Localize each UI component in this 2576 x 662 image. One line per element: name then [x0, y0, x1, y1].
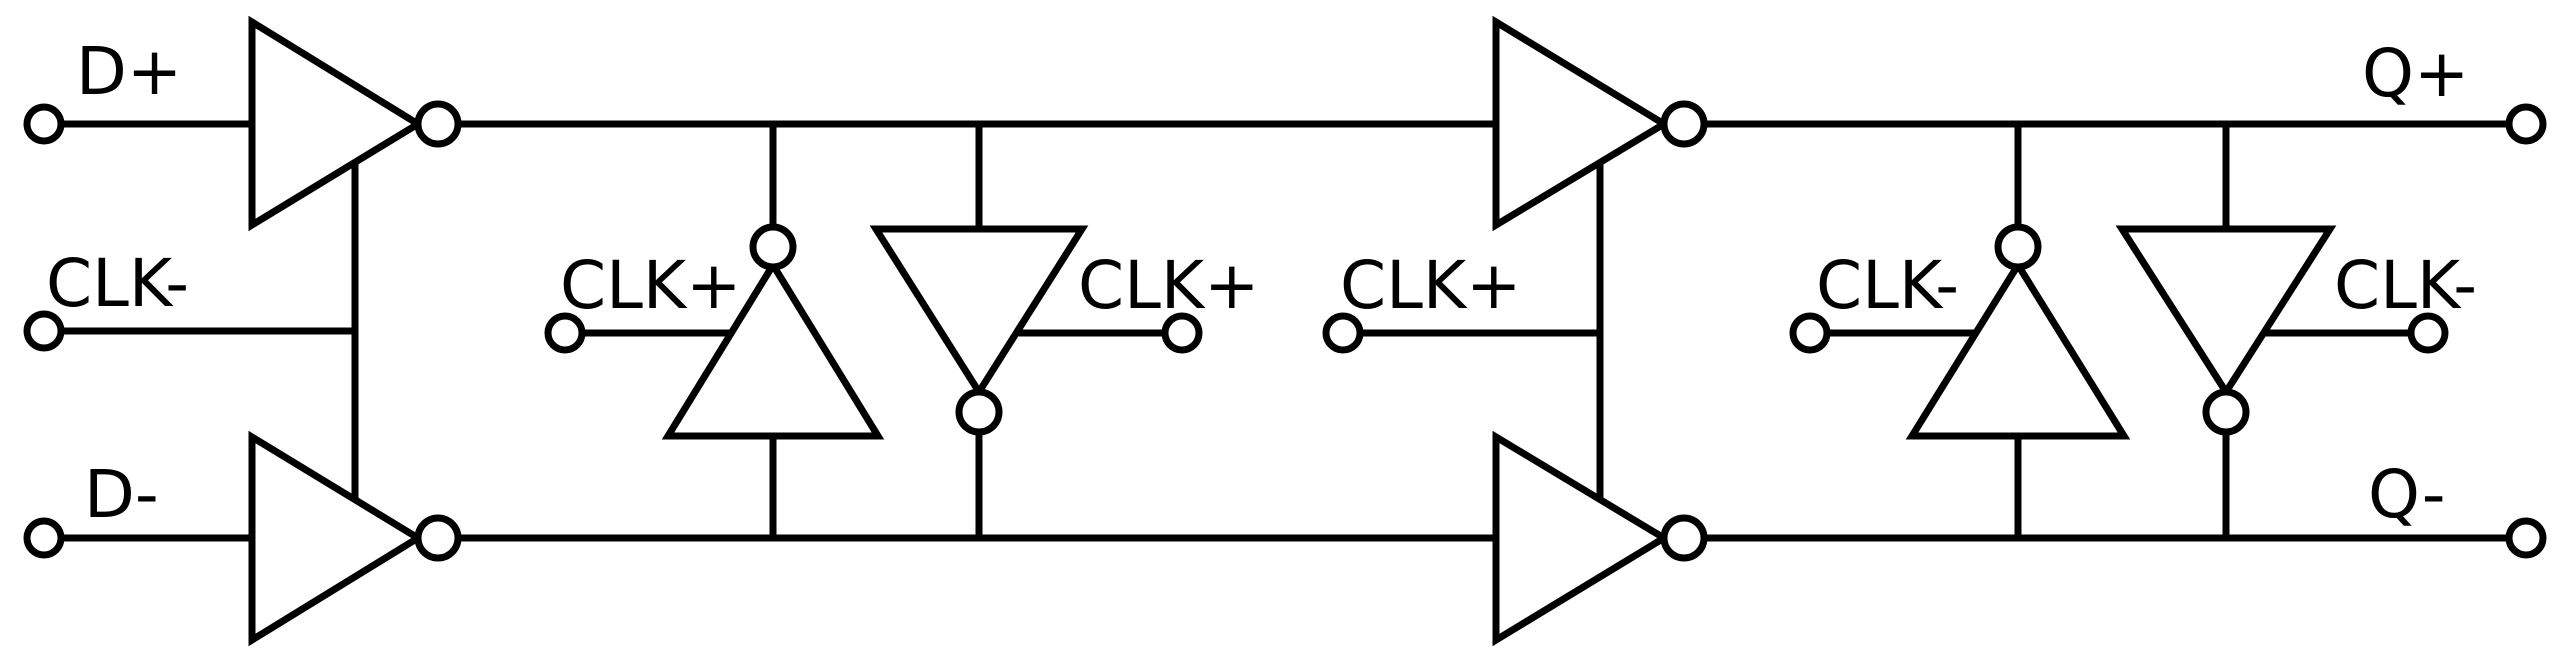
terminal-clk-plus-1a — [544, 312, 586, 354]
terminal-clk-minus-2a — [1789, 312, 1831, 354]
terminal-clk-minus-2b — [2407, 312, 2449, 354]
terminal-clk-plus-2 — [1322, 312, 1364, 354]
label-clk-minus: CLK- — [46, 245, 189, 322]
label-d-minus: D- — [84, 456, 159, 533]
buffer-stage2-top-triangle — [1492, 15, 1671, 232]
labels: D+ CLK- D- CLK+ CLK+ CLK+ CLK- CLK- Q+ Q… — [46, 33, 2477, 533]
terminal-q-plus — [2505, 103, 2547, 145]
bubble-stage2-top-out — [1660, 100, 1708, 148]
bubble-keeper-2a — [1994, 223, 2042, 271]
keeper-1b-triangle — [869, 225, 1089, 399]
terminal-clk-minus — [23, 310, 65, 352]
buffer-stage2-bottom-triangle — [1492, 430, 1671, 647]
buffer-d-minus-triangle — [248, 430, 425, 647]
terminal-q-minus — [2505, 517, 2547, 559]
terminal-clk-plus-1b — [1161, 312, 1203, 354]
label-clk-minus-2a: CLK- — [1816, 247, 1959, 324]
label-clk-plus-1a: CLK+ — [560, 247, 741, 324]
bubble-keeper-1a — [749, 223, 797, 271]
buffer-d-plus-triangle — [248, 15, 425, 232]
bubble-keeper-2b — [2202, 388, 2250, 436]
wires — [56, 120, 2510, 542]
bubble-stage2-bottom-out — [1660, 514, 1708, 562]
bubble-d-minus-out — [414, 514, 462, 562]
terminal-d-minus — [23, 517, 65, 559]
label-clk-plus-1b: CLK+ — [1078, 247, 1259, 324]
label-clk-plus-2: CLK+ — [1340, 247, 1521, 324]
label-q-plus: Q+ — [2362, 35, 2469, 112]
keeper-2a-triangle — [1905, 258, 2131, 440]
terminal-d-plus — [23, 103, 65, 145]
keeper-2b-triangle — [2115, 225, 2337, 399]
label-d-plus: D+ — [76, 33, 182, 110]
bubble-d-plus-out — [414, 100, 462, 148]
label-clk-minus-2b: CLK- — [2334, 247, 2477, 324]
keeper-1a-triangle — [661, 258, 885, 440]
buffers — [248, 15, 2337, 647]
bubble-keeper-1b — [955, 388, 1003, 436]
inversion-bubbles — [414, 100, 2250, 562]
label-q-minus: Q- — [2368, 456, 2446, 533]
terminals — [23, 103, 2547, 559]
